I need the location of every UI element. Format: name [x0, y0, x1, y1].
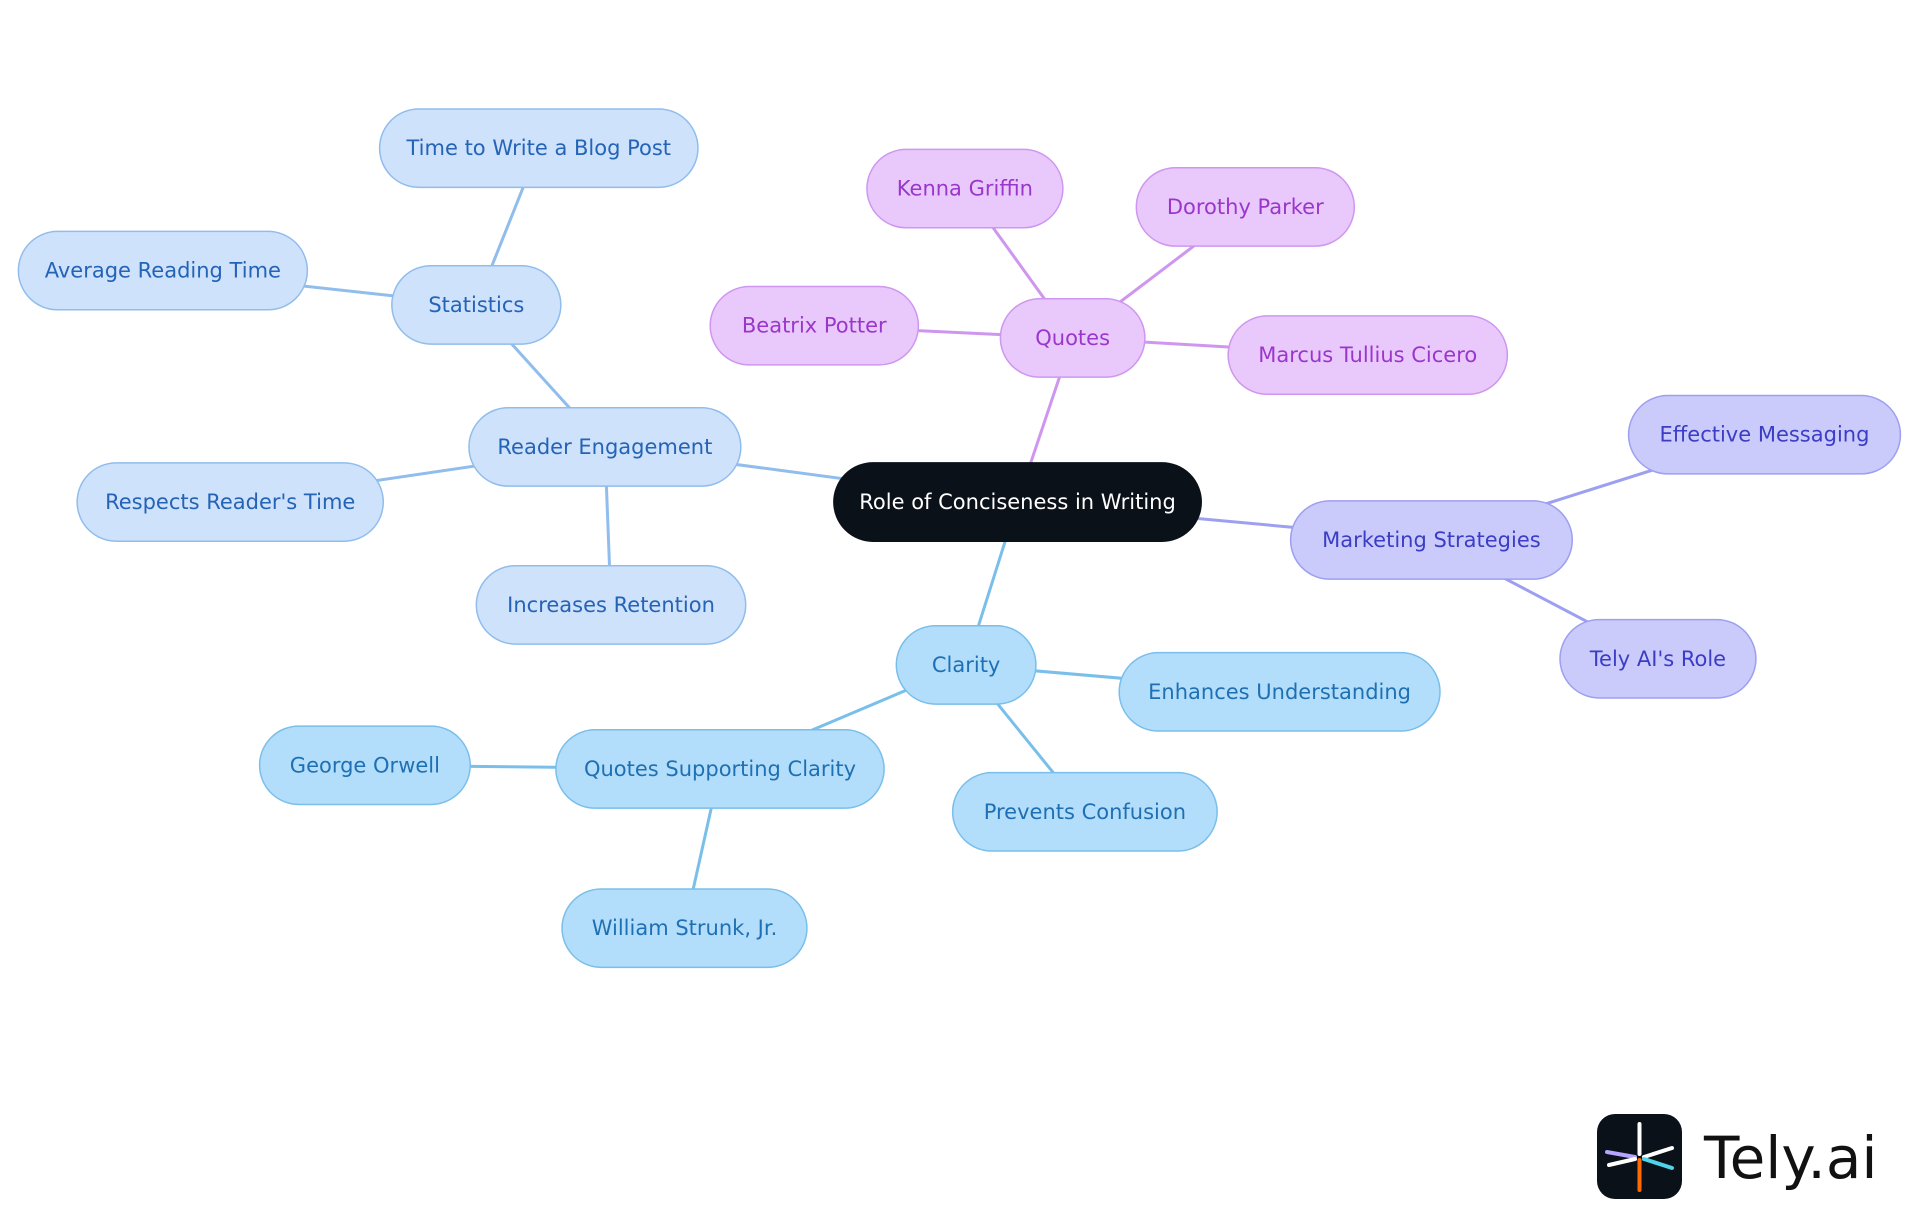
node-avg-read-shape: [17, 230, 309, 311]
node-marketing-label: Marketing Strategies: [1322, 528, 1541, 552]
node-tely-role-shape: [1559, 618, 1757, 699]
node-statistics[interactable]: Statistics: [391, 264, 562, 345]
node-statistics-shape: [391, 264, 562, 345]
topic-nodes: Role of Conciseness in Writing Reader Eng…: [17, 108, 1902, 969]
node-beatrix-shape: [709, 285, 920, 366]
node-messaging-label: Effective Messaging: [1660, 423, 1870, 447]
node-enhances-label: Enhances Understanding: [1148, 680, 1411, 704]
node-blog-time[interactable]: Time to Write a Blog Post: [378, 108, 699, 189]
node-respects[interactable]: Respects Reader's Time: [76, 462, 385, 542]
node-marketing-shape: [1289, 500, 1573, 580]
node-retention[interactable]: Increases Retention: [475, 564, 747, 645]
node-prevents[interactable]: Prevents Confusion: [951, 771, 1218, 852]
node-quotes-clar[interactable]: Quotes Supporting Clarity: [555, 729, 885, 809]
node-strunk-label: William Strunk, Jr.: [592, 916, 778, 940]
node-blog-time-label: Time to Write a Blog Post: [406, 136, 672, 160]
node-quotes[interactable]: Quotes: [999, 298, 1146, 378]
node-strunk[interactable]: William Strunk, Jr.: [561, 888, 808, 969]
node-clarity-shape: [895, 624, 1037, 705]
node-tely-role-label: Tely AI's Role: [1589, 647, 1726, 671]
node-reader[interactable]: Reader Engagement: [468, 407, 742, 487]
node-blog-time-shape: [378, 108, 699, 189]
node-kenna[interactable]: Kenna Griffin: [866, 148, 1064, 229]
node-enhances[interactable]: Enhances Understanding: [1118, 651, 1441, 732]
node-clarity-label: Clarity: [932, 653, 1001, 677]
node-respects-label: Respects Reader's Time: [105, 490, 355, 514]
node-strunk-shape: [561, 888, 808, 969]
node-statistics-label: Statistics: [428, 293, 524, 317]
node-retention-label: Increases Retention: [507, 593, 715, 617]
node-root-label: Role of Conciseness in Writing: [859, 490, 1176, 514]
node-root-shape: [833, 462, 1202, 542]
node-tely-role[interactable]: Tely AI's Role: [1559, 618, 1757, 699]
node-root[interactable]: Role of Conciseness in Writing: [833, 462, 1202, 542]
node-marketing[interactable]: Marketing Strategies: [1289, 500, 1573, 580]
node-prevents-label: Prevents Confusion: [984, 800, 1186, 824]
node-quotes-label: Quotes: [1035, 326, 1110, 350]
node-kenna-label: Kenna Griffin: [897, 177, 1033, 201]
node-avg-read[interactable]: Average Reading Time: [17, 230, 309, 311]
node-dorothy[interactable]: Dorothy Parker: [1135, 167, 1356, 247]
node-reader-shape: [468, 407, 742, 487]
node-avg-read-label: Average Reading Time: [45, 259, 281, 283]
node-orwell-label: George Orwell: [290, 753, 440, 777]
node-quotes-clar-label: Quotes Supporting Clarity: [584, 757, 856, 781]
node-reader-label: Reader Engagement: [497, 435, 712, 459]
node-messaging-shape: [1627, 394, 1902, 475]
node-cicero-shape: [1227, 315, 1509, 396]
node-dorothy-label: Dorothy Parker: [1167, 195, 1324, 219]
node-enhances-shape: [1118, 651, 1441, 732]
node-messaging[interactable]: Effective Messaging: [1627, 394, 1902, 475]
node-orwell-shape: [258, 725, 471, 806]
tely-logo-mark-icon: [1597, 1114, 1682, 1199]
tely-logo-text: Tely.ai: [1703, 1124, 1878, 1192]
node-dorothy-shape: [1135, 167, 1356, 247]
node-orwell[interactable]: George Orwell: [258, 725, 471, 806]
node-kenna-shape: [866, 148, 1064, 229]
node-clarity[interactable]: Clarity: [895, 624, 1037, 705]
tely-logo: Tely.ai: [1597, 1114, 1878, 1199]
node-beatrix[interactable]: Beatrix Potter: [709, 285, 920, 366]
node-quotes-clar-shape: [555, 729, 885, 809]
node-cicero-label: Marcus Tullius Cicero: [1258, 343, 1477, 367]
node-cicero[interactable]: Marcus Tullius Cicero: [1227, 315, 1509, 396]
node-retention-shape: [475, 564, 747, 645]
node-prevents-shape: [951, 771, 1218, 852]
node-respects-shape: [76, 462, 385, 542]
node-beatrix-label: Beatrix Potter: [742, 314, 887, 338]
node-quotes-shape: [999, 298, 1146, 378]
